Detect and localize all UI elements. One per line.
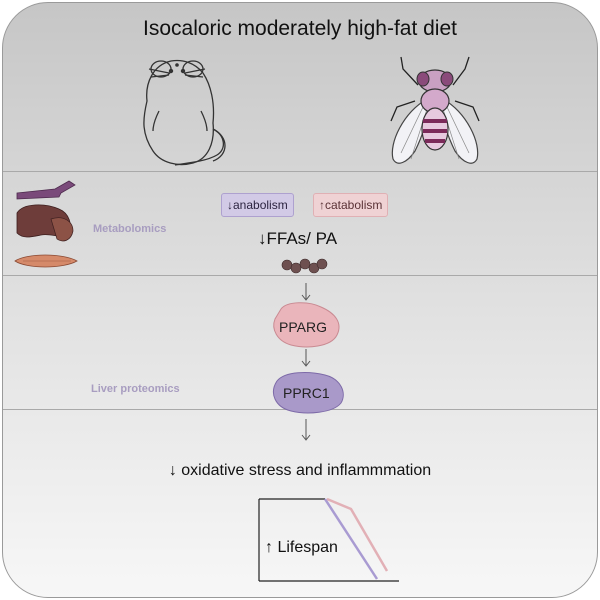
oxidative-stress-label: ↓ oxidative stress and inflammmation xyxy=(168,462,432,479)
catabolism-badge: ↑catabolism xyxy=(313,193,389,217)
lifespan-chart xyxy=(258,497,399,582)
section-divider-2 xyxy=(3,275,597,276)
muscle-icon xyxy=(14,254,78,268)
metabolomics-label: Metabolomics xyxy=(93,223,167,235)
pparg-label: PPARG xyxy=(279,319,327,335)
pprc1-label: PPRC1 xyxy=(283,385,330,401)
ffa-label: ↓FFAs/ PA xyxy=(258,229,338,248)
fly-icon xyxy=(390,56,480,164)
flow-arrows xyxy=(301,283,311,441)
liver-proteomics-label: Liver proteomics xyxy=(91,383,180,395)
diagram-title: Isocaloric moderately high-fat diet xyxy=(143,17,457,40)
section-divider-1 xyxy=(3,171,597,172)
mouse-icon xyxy=(143,59,226,166)
pparg-protein-icon xyxy=(273,302,340,348)
pprc1-protein-icon xyxy=(273,372,344,414)
anabolism-badge: ↓anabolism xyxy=(221,193,294,217)
blood-vessel-icon xyxy=(16,180,76,200)
fatty-acid-molecule-icon xyxy=(281,258,328,274)
lifespan-label: ↑ Lifespan xyxy=(265,539,338,556)
liver-icon xyxy=(16,204,74,242)
